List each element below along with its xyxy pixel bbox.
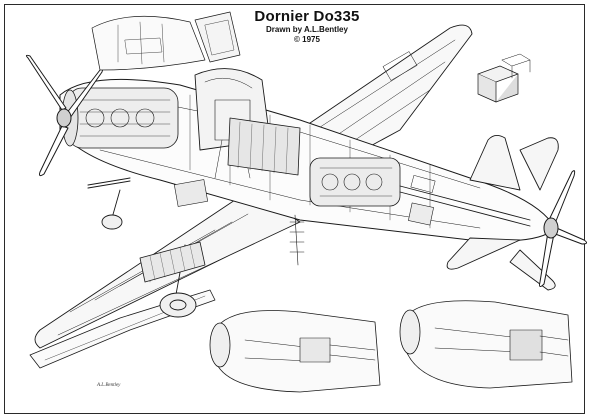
inset-equipment-box: [477, 53, 531, 103]
rear-propeller: [539, 170, 588, 288]
radiator-panel: [139, 241, 206, 283]
nose-gun: [87, 177, 131, 189]
front-propeller: [25, 54, 104, 177]
inset-gun-installation-left: [209, 310, 381, 393]
rear-engine: [309, 157, 401, 207]
inset-ejection-seat: [91, 11, 241, 71]
landing-gear: [101, 189, 305, 318]
inset-gun-installation-right: [399, 300, 573, 389]
title-block: Dornier Do335 Drawn by A.L.Bentley © 197…: [232, 8, 382, 45]
drawing-credit: Drawn by A.L.Bentley: [266, 25, 348, 34]
access-hatches: [174, 179, 434, 226]
artist-signature: A.L.Bentley: [97, 383, 121, 388]
fuel-tank: [227, 117, 301, 176]
drawing-title: Dornier Do335: [254, 8, 360, 25]
drive-shaft: [399, 175, 531, 227]
drawing-copyright: © 1975: [294, 35, 320, 44]
sheet-border: [4, 4, 585, 414]
